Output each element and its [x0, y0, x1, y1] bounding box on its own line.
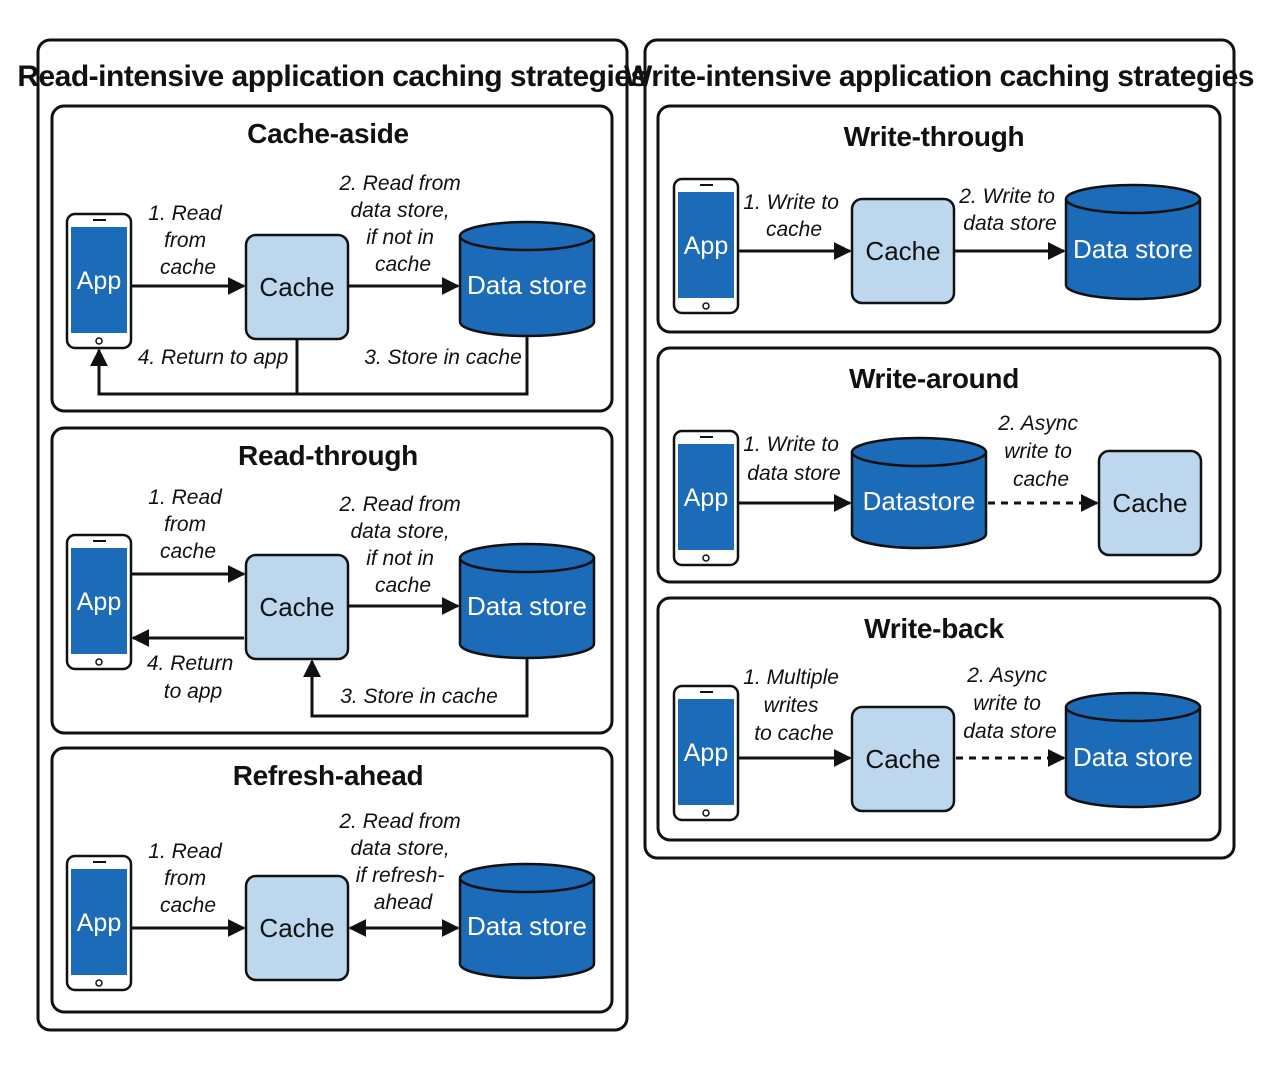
- app-label: App: [684, 739, 728, 767]
- label-async-write-to-store: 2. Async write to data store: [963, 664, 1056, 743]
- phone-icon: App: [672, 429, 740, 567]
- cache-node: Cache: [244, 553, 350, 661]
- cache-node: Cache: [244, 233, 350, 341]
- cache-node: Cache: [850, 705, 956, 813]
- cache-label: Cache: [1112, 488, 1187, 518]
- cache-node: Cache: [1097, 449, 1203, 557]
- label-write-to-store: 1. Write to data store: [743, 433, 845, 485]
- write-panel-title: Write-intensive application caching stra…: [624, 60, 1254, 93]
- phone-icon: App: [65, 533, 133, 671]
- write-intensive-panel: Write-intensive application caching stra…: [624, 38, 1254, 860]
- refresh-ahead-box: Refresh-ahead App Cache Data store 1. R: [50, 746, 614, 1014]
- datastore-icon: Data store: [458, 862, 596, 980]
- write-back-title: Write-back: [864, 613, 1004, 644]
- label-return-to-app: 4. Return to app: [138, 346, 289, 369]
- cache-aside-title: Cache-aside: [247, 118, 409, 149]
- datastore-icon: Data store: [1064, 691, 1202, 809]
- phone-icon: App: [65, 854, 133, 992]
- app-label: App: [684, 232, 728, 260]
- app-label: App: [77, 267, 121, 295]
- datastore-label: Data store: [467, 591, 587, 621]
- label-read-from-cache: 1. Read from cache: [148, 486, 227, 563]
- cache-node: Cache: [850, 197, 956, 305]
- label-async-write-to-cache: 2. Async write to cache: [997, 412, 1084, 491]
- datastore-icon: Datastore: [850, 436, 988, 550]
- label-store-in-cache: 3. Store in cache: [364, 346, 522, 369]
- cache-node: Cache: [244, 874, 350, 982]
- label-store-in-cache: 3. Store in cache: [340, 685, 498, 708]
- cache-label: Cache: [865, 744, 940, 774]
- datastore-label: Datastore: [863, 486, 976, 516]
- datastore-icon: Data store: [458, 542, 596, 660]
- arrow-return-to-app: [90, 336, 529, 396]
- label-read-from-cache: 1. Read from cache: [148, 840, 227, 917]
- write-through-title: Write-through: [844, 121, 1025, 152]
- write-around-title: Write-around: [849, 363, 1019, 394]
- write-back-box: Write-back App Cache Data store 1. Mult: [656, 596, 1222, 842]
- datastore-label: Data store: [1073, 742, 1193, 772]
- write-around-box: Write-around App Datastore Cache 1. Wri: [656, 346, 1222, 584]
- datastore-icon: Data store: [1064, 183, 1202, 301]
- read-panel-title: Read-intensive application caching strat…: [17, 60, 646, 93]
- refresh-ahead-title: Refresh-ahead: [233, 760, 424, 791]
- datastore-label: Data store: [1073, 234, 1193, 264]
- app-label: App: [77, 909, 121, 937]
- label-read-from-store: 2. Read from data store, if not in cache: [338, 493, 466, 597]
- datastore-label: Data store: [467, 270, 587, 300]
- write-through-box: Write-through App Cache Data store 1. W: [656, 104, 1222, 334]
- label-write-to-cache: 1. Multiple writes to cache: [743, 666, 845, 745]
- app-label: App: [684, 484, 728, 512]
- phone-icon: App: [65, 212, 133, 350]
- label-write-to-cache: 1. Write to cache: [743, 191, 845, 241]
- read-through-title: Read-through: [238, 440, 418, 471]
- phone-icon: App: [672, 177, 740, 315]
- label-write-to-store: 2. Write to data store: [958, 185, 1061, 235]
- app-label: App: [77, 588, 121, 616]
- cache-label: Cache: [259, 592, 334, 622]
- arrow-store-in-cache: [303, 658, 529, 718]
- read-through-box: Read-through App Cache Data store: [50, 426, 614, 735]
- cache-label: Cache: [259, 272, 334, 302]
- cache-label: Cache: [259, 913, 334, 943]
- label-return-to-app: 4. Return to app: [147, 652, 239, 703]
- label-read-from-store: 2. Read from data store, if not in cache: [338, 172, 466, 276]
- cache-label: Cache: [865, 236, 940, 266]
- label-read-from-store: 2. Read from data store, if refresh- ahe…: [338, 810, 466, 914]
- label-read-from-cache: 1. Read from cache: [148, 202, 227, 279]
- phone-icon: App: [672, 684, 740, 822]
- datastore-label: Data store: [467, 911, 587, 941]
- datastore-icon: Data store: [458, 220, 596, 338]
- cache-aside-box: Cache-aside App Cache Data store: [50, 104, 614, 413]
- read-intensive-panel: Read-intensive application caching strat…: [17, 38, 647, 1032]
